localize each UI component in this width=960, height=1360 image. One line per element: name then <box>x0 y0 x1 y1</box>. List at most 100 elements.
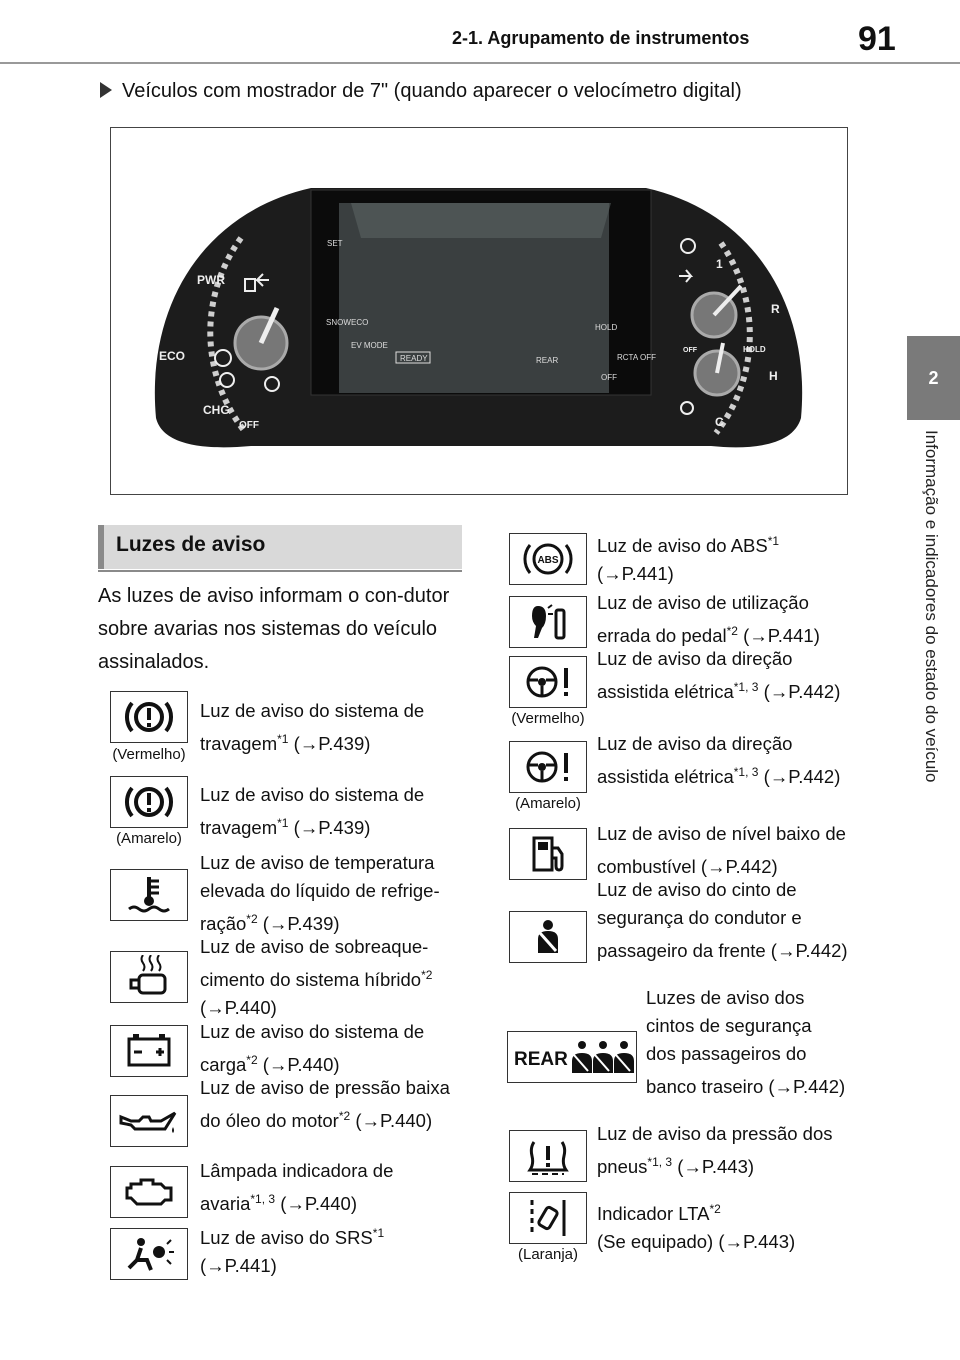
triangle-bullet-icon <box>100 82 112 98</box>
page-reference: (Se equipado) (→P.443) <box>597 1231 796 1253</box>
hybrid-overheat-icon <box>110 951 188 1003</box>
description-text: Luz de aviso do sistema de carga <box>200 1021 425 1076</box>
chapter-number: 2 <box>928 367 939 388</box>
description-text: Luz de aviso do sistema de travagem <box>200 700 425 755</box>
tire-pressure-icon <box>509 1130 587 1182</box>
warning-description: Luz de aviso de nível baixo de combustív… <box>597 820 859 881</box>
chapter-tab: 2 <box>907 336 960 420</box>
gauge-label-off: OFF <box>239 420 259 431</box>
chapter-side-title: Informação e indicadores do estado do ve… <box>917 430 941 890</box>
right-gauge-lower-needle <box>715 342 725 374</box>
page-reference: (→P.442) <box>758 766 841 788</box>
page-reference: (→P.439) <box>257 913 340 935</box>
page-reference: (→P.440) <box>350 1110 433 1132</box>
description-text: Luz de aviso de pressão baixa do óleo do… <box>200 1077 450 1132</box>
screen-rear-label: REAR <box>536 356 558 365</box>
instrument-cluster-figure: PWR ECO CHG OFF SET SNOW ECO EV MODE REA… <box>110 127 848 495</box>
warning-description: Luz de aviso do sistema de carga*2 (→P.4… <box>200 1018 462 1079</box>
footnote-marker: *1 <box>372 1226 385 1240</box>
description-text: Lâmpada indicadora de avaria <box>200 1160 394 1215</box>
footnote-marker: *1 <box>767 534 780 548</box>
icon-caption: (Amarelo) <box>515 795 581 812</box>
footnote-marker: *2 <box>246 1053 258 1067</box>
warning-description: Luz de aviso de temperatura elevada do l… <box>200 849 466 938</box>
description-text: Luz de aviso de temperatura elevada do l… <box>200 852 440 935</box>
lta-icon <box>509 1192 587 1244</box>
warning-description: Luz de aviso de sobreaque-cimento do sis… <box>200 933 466 1022</box>
warning-description: Luz de aviso do sistema de travagem*1 (→… <box>200 781 462 842</box>
footnote-marker: *1, 3 <box>733 765 759 779</box>
abs-icon: ABS <box>509 533 587 585</box>
page-reference: (→P.442) <box>765 940 848 962</box>
screen-off-label: OFF <box>601 373 617 382</box>
footnote-marker: *1 <box>277 732 289 746</box>
warning-description: Luz de aviso da direção assistida elétri… <box>597 645 859 706</box>
brake-warning-icon <box>110 776 188 828</box>
warning-description: Luzes de aviso dos cintos de segurança d… <box>646 984 846 1101</box>
rear-seatbelt-icon: REAR <box>507 1031 637 1083</box>
screen-ready-label: READY <box>400 354 428 363</box>
right-gauge-upper-needle <box>712 284 743 317</box>
page-reference: (→P.440) <box>257 1054 340 1076</box>
seatbelt-icon <box>509 911 587 963</box>
screen-snow-label: SNOW <box>326 318 351 327</box>
warning-description: Luz de aviso do ABS*1 (→P.441) <box>597 527 859 588</box>
footnote-marker: *1 <box>277 816 289 830</box>
page-reference: (→P.443) <box>672 1156 755 1178</box>
section-intro: As luzes de aviso informam o con-dutor s… <box>98 585 450 673</box>
screen-set-label: SET <box>327 239 343 248</box>
gauge-label-r: R <box>771 302 780 316</box>
page-reference: (→P.439) <box>288 817 371 839</box>
warning-description: Luz de aviso da pressão dos pneus*1, 3 (… <box>597 1120 859 1181</box>
pedal-misuse-icon <box>509 596 587 648</box>
footnote-marker: *1, 3 <box>647 1155 673 1169</box>
variant-heading-text: Veículos com mostrador de 7" (quando apa… <box>122 80 742 102</box>
description-text: Luz de aviso de sobreaque-cimento do sis… <box>200 936 429 991</box>
section-heading-rule <box>98 570 462 572</box>
gauge-label-1: 1 <box>716 257 723 271</box>
page-reference: (→P.441) <box>737 625 820 647</box>
description-text: Luz de aviso de utilização errada do ped… <box>597 592 809 647</box>
gauge-label-hold: HOLD <box>743 345 766 354</box>
warning-description: Luz de aviso do cinto de segurança do co… <box>597 876 859 965</box>
battery-charge-icon <box>110 1025 188 1077</box>
page-reference: (→P.441) <box>597 563 674 585</box>
chapter-title: Informação e indicadores do estado do ve… <box>922 430 941 783</box>
footnote-marker: *2 <box>726 624 738 638</box>
description-text: Luz de aviso de nível baixo de combustív… <box>597 823 846 878</box>
footnote-marker: *1, 3 <box>733 680 759 694</box>
screen-rcta-label: RCTA OFF <box>617 353 656 362</box>
power-steering-icon <box>509 656 587 708</box>
icon-caption: (Vermelho) <box>112 746 186 763</box>
gauge-label-off-right: OFF <box>683 347 698 354</box>
icon-caption: (Amarelo) <box>116 830 182 847</box>
footnote-marker: *2 <box>246 912 258 926</box>
description-text: Luz de aviso da pressão dos pneus <box>597 1123 833 1178</box>
warning-description: Lâmpada indicadora de avaria*1, 3 (→P.44… <box>200 1157 462 1218</box>
low-fuel-icon <box>509 828 587 880</box>
brake-warning-icon <box>110 691 188 743</box>
coolant-temperature-icon <box>110 869 188 921</box>
screen-eco-label: ECO <box>351 318 368 327</box>
page-reference: (→P.441) <box>200 1255 277 1277</box>
screen-ev-mode-label: EV MODE <box>351 341 388 350</box>
warning-description: Luz de aviso do SRS*1 (→P.441) <box>200 1219 462 1280</box>
svg-text:ABS: ABS <box>537 555 558 566</box>
footnote-marker: *2 <box>421 968 433 982</box>
description-text: Indicador LTA <box>597 1203 710 1225</box>
gauge-label-c: C <box>715 415 724 429</box>
page-reference: (→P.440) <box>275 1193 358 1215</box>
description-text: Luz de aviso do SRS <box>200 1227 373 1249</box>
warning-description: Luz de aviso de utilização errada do ped… <box>597 589 859 650</box>
warning-description: Luz de aviso do sistema de travagem*1 (→… <box>200 697 462 758</box>
header-divider <box>0 62 960 64</box>
warning-description: Indicador LTA*2 (Se equipado) (→P.443) <box>597 1195 859 1256</box>
description-text: Luz de aviso do cinto de segurança do co… <box>597 879 802 962</box>
gauge-label-pwr: PWR <box>197 273 225 287</box>
variant-heading: Veículos com mostrador de 7" (quando apa… <box>100 80 742 103</box>
instrument-cluster-illustration: PWR ECO CHG OFF SET SNOW ECO EV MODE REA… <box>154 188 803 448</box>
footnote-marker: *1, 3 <box>250 1192 276 1206</box>
section-heading: Luzes de aviso <box>98 525 462 569</box>
footnote-marker: *2 <box>338 1109 351 1123</box>
description-text: Luz de aviso da direção assistida elétri… <box>597 648 793 703</box>
